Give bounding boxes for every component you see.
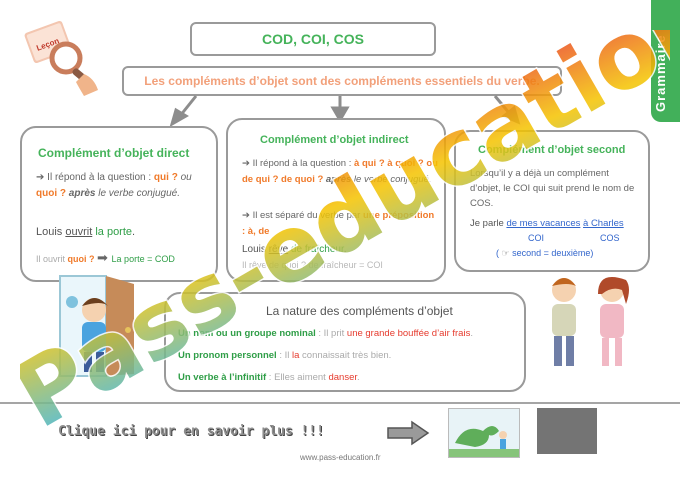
arrow-right-icon: ➡	[97, 250, 112, 265]
cos-label-cos: COS	[600, 233, 620, 243]
arrow-right-icon: ➔	[242, 158, 253, 169]
cos-title: Complément d’objet second	[478, 144, 626, 156]
category-tab[interactable]: Grammaire	[651, 0, 680, 122]
nature-line-pronoun: Un pronom personnel : Il la connaissait …	[178, 350, 392, 361]
cod-question-line: Il ouvrit quoi ? ➡ La porte = COD	[36, 250, 175, 265]
cod-rule: ➔ Il répond à la question : qui ? ou quo…	[36, 172, 192, 199]
lesson-logo: Leçon	[14, 18, 104, 98]
cod-example: Louis ouvrit la porte.	[36, 226, 136, 238]
page-title: COD, COI, COS	[190, 22, 436, 56]
video-thumbnail[interactable]	[537, 408, 597, 454]
coi-rule-question: ➔ Il répond à la question : à qui ? à qu…	[242, 158, 438, 185]
arrow-right-icon: ➔	[242, 210, 253, 221]
coi-example: Louis rêve de fraîcheur.	[242, 244, 347, 255]
cos-rule: Lorsqu’il y a déjà un complément d’objet…	[470, 168, 635, 209]
coi-question-line: Il rêve de quoi ? de fraîcheur = COI	[242, 260, 383, 270]
nature-line-noun: Un nom ou un groupe nominal : Il prit un…	[178, 328, 473, 339]
magnifier-book-icon	[24, 20, 98, 96]
cod-card: Complément d’objet direct ➔ Il répond à …	[20, 126, 218, 282]
nature-card: La nature des compléments d’objet Un nom…	[164, 292, 526, 392]
page-subtitle: Les compléments d’objet sont des complém…	[122, 66, 562, 96]
kids-illustration	[540, 266, 640, 376]
coi-card: Complément d’objet indirect ➔ Il répond …	[226, 118, 446, 282]
nature-title: La nature des compléments d’objet	[266, 304, 453, 318]
site-url[interactable]: www.pass-education.fr	[300, 453, 381, 462]
connector-arrows	[169, 95, 521, 128]
arrow-right-icon[interactable]	[386, 420, 430, 451]
dinosaur-thumbnail[interactable]	[448, 408, 520, 458]
footer-divider	[0, 402, 680, 404]
cos-note: ( ☞ second = deuxième)	[496, 248, 594, 258]
cos-label-coi: COI	[528, 233, 545, 243]
cod-title: Complément d’objet direct	[38, 146, 190, 160]
cos-example: Je parle de mes vacances à Charles	[470, 218, 624, 229]
hand-pointer-icon: ☞	[501, 248, 513, 258]
coi-title: Complément d’objet indirect	[260, 134, 409, 146]
nature-line-infinitive: Un verbe à l’infinitif : Elles aiment da…	[178, 372, 360, 383]
cos-card: Complément d’objet second Lorsqu’il y a …	[454, 130, 650, 272]
coi-rule-preposition: ➔ Il est séparé du verbe par une préposi…	[242, 210, 435, 237]
boy-door-illustration	[54, 272, 164, 382]
learn-more-link[interactable]: Clique ici pour en savoir plus !!!	[58, 424, 325, 439]
arrow-right-icon: ➔	[36, 172, 48, 183]
